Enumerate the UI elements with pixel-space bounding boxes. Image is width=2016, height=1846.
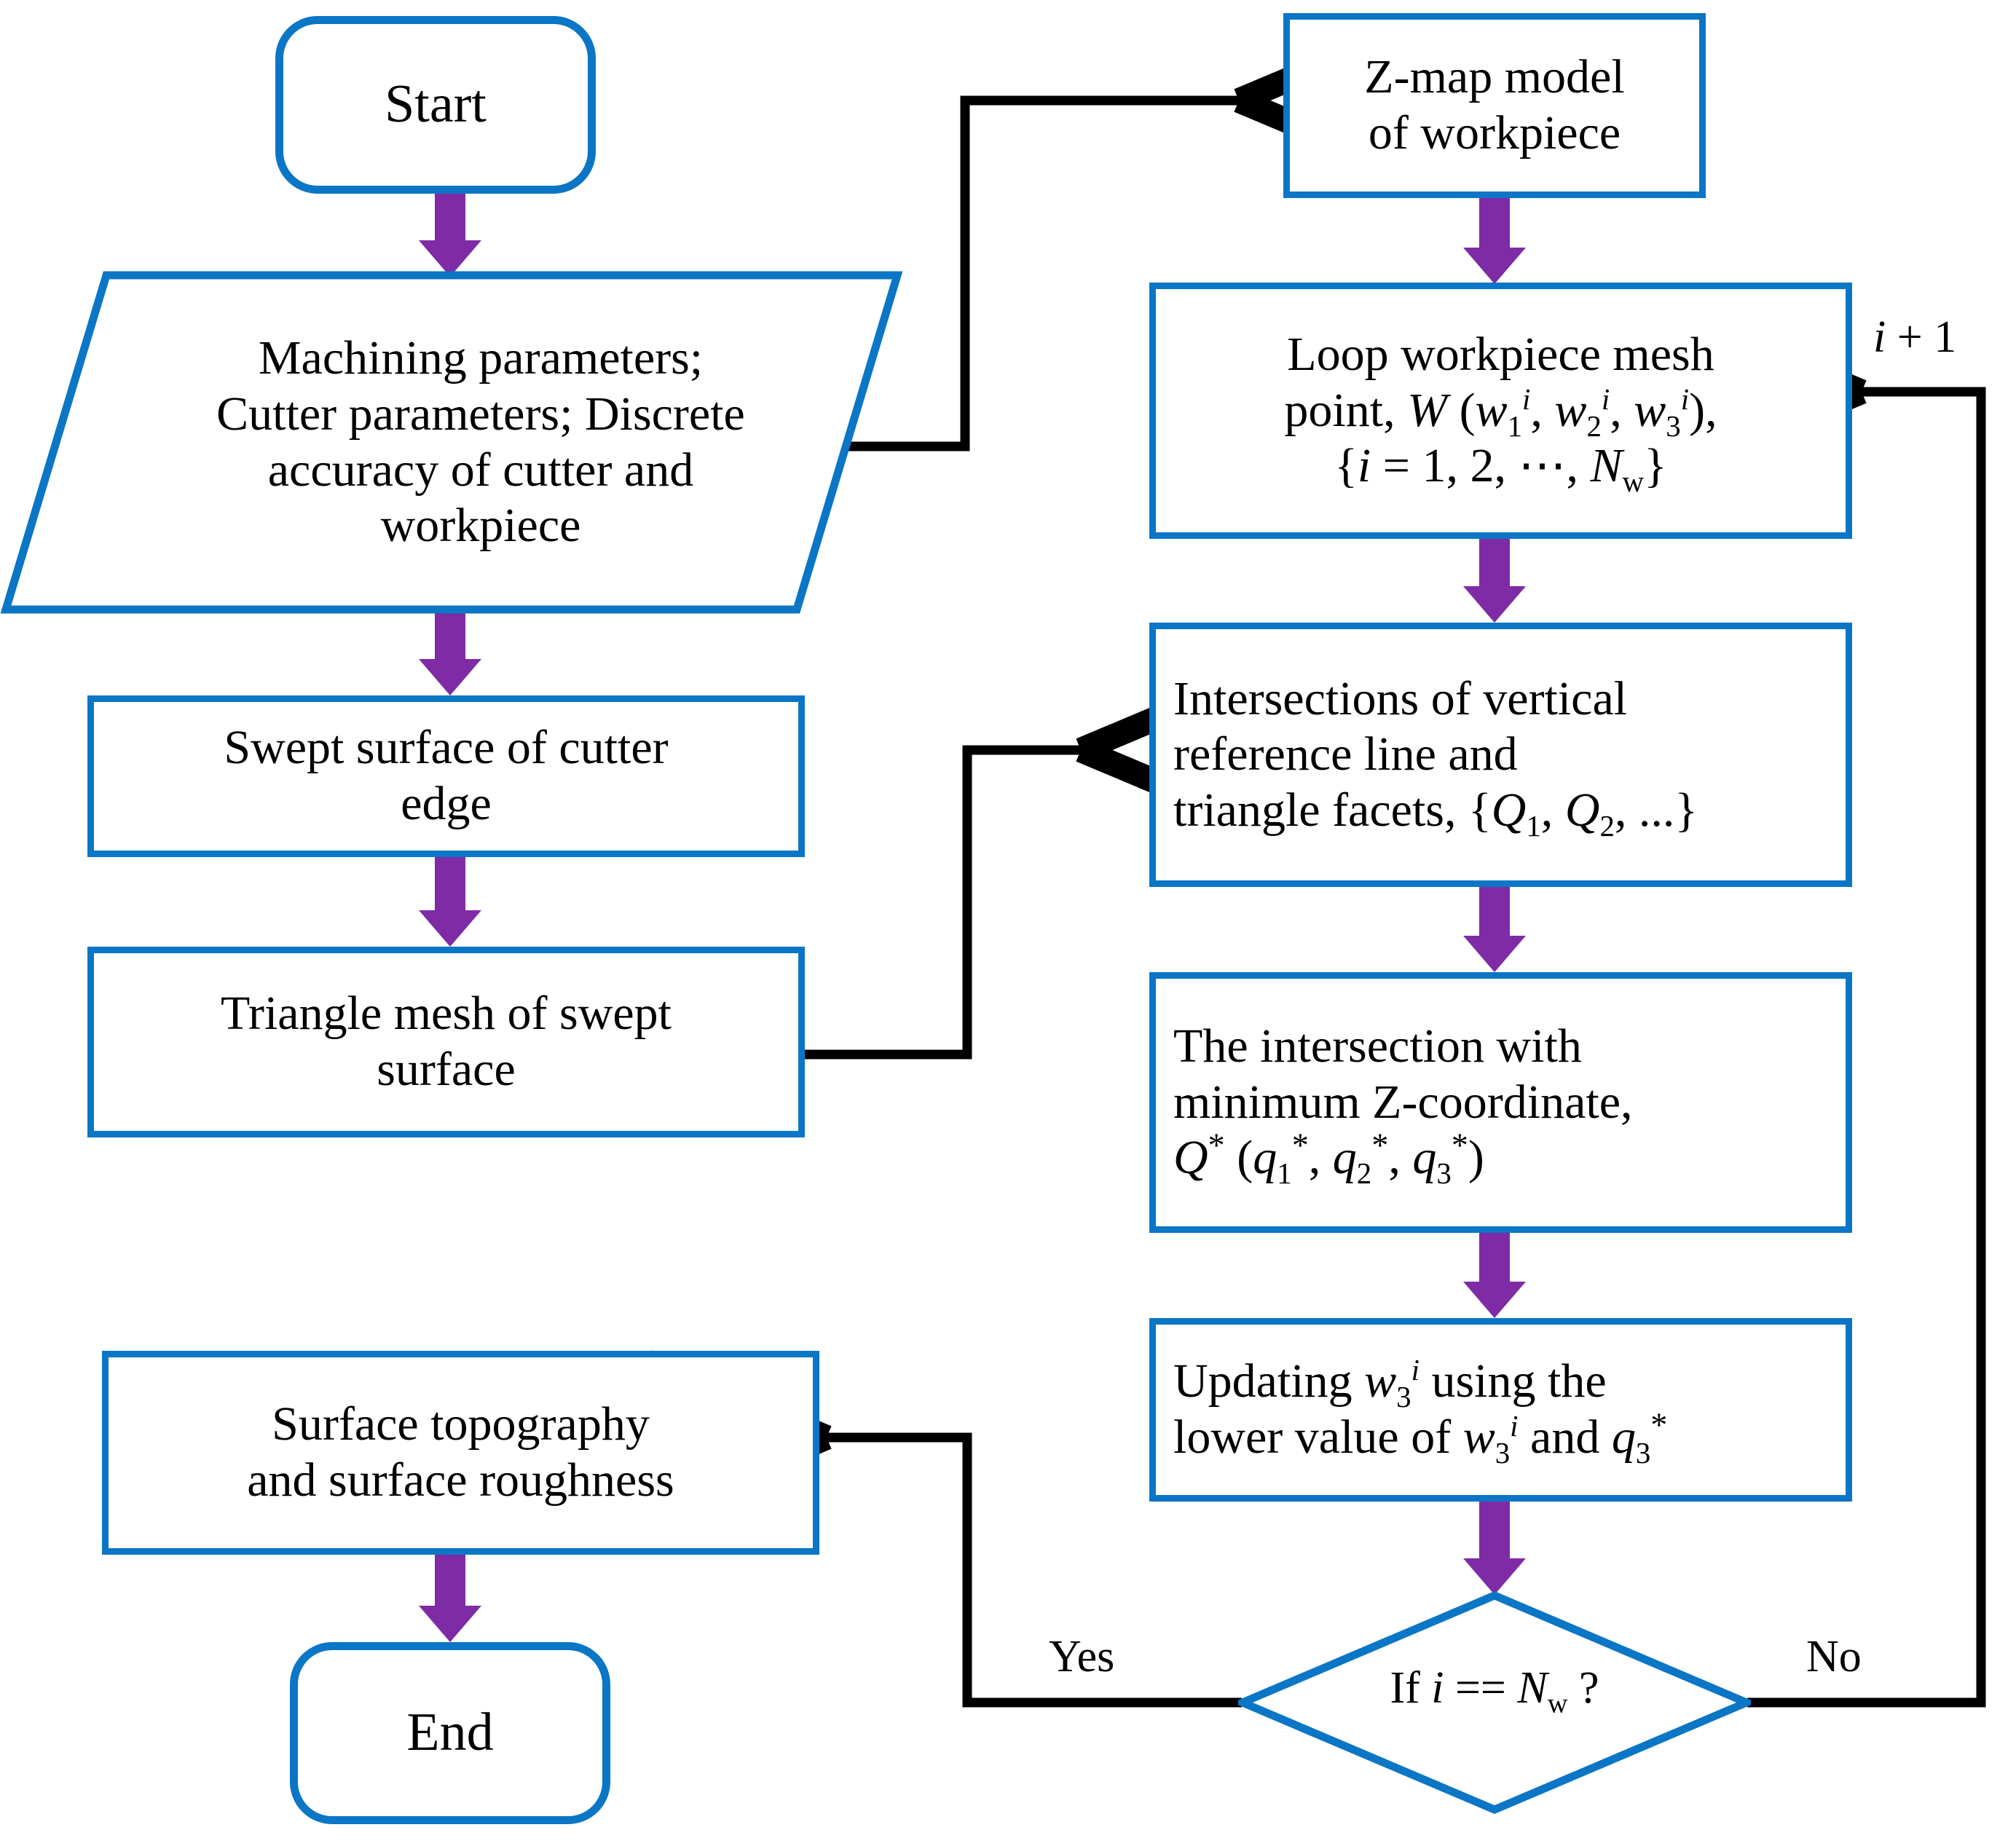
- node-triangle-mesh-line2: surface: [377, 1043, 516, 1096]
- node-decision[interactable]: If i == Nw ?: [1232, 1591, 1757, 1846]
- node-min-z-line1: The intersection with: [1173, 1019, 1582, 1073]
- node-zmap-line2: of workpiece: [1368, 106, 1621, 159]
- node-min-z-line2: minimum Z-coordinate,: [1173, 1075, 1633, 1129]
- node-updating-line2: lower value of w3i and q3*: [1173, 1406, 1668, 1470]
- edge-label-yes: Yes: [1049, 1632, 1115, 1681]
- node-loop-line3: {i = 1, 2, ⋯, Nw}: [1334, 439, 1667, 499]
- node-inputs[interactable]: Machining parameters; Cutter parameters;…: [0, 269, 903, 615]
- node-updating-line1: Updating w3i using the: [1173, 1354, 1607, 1414]
- node-triangle-mesh[interactable]: Triangle mesh of swept surface: [87, 947, 805, 1137]
- node-updating[interactable]: Updating w3i using the lower value of w3…: [1149, 1318, 1852, 1502]
- node-loop-line1: Loop workpiece mesh: [1287, 328, 1714, 382]
- node-swept-surface-line1: Swept surface of cutter: [224, 721, 669, 775]
- node-inputs-line3: accuracy of cutter and: [267, 443, 694, 497]
- node-start-label: Start: [385, 74, 487, 135]
- node-topography[interactable]: Surface topography and surface roughness: [102, 1351, 819, 1555]
- node-topography-line2: and surface roughness: [247, 1453, 674, 1507]
- edge-mesh-to-intersections: [794, 750, 1090, 1060]
- node-inputs-line1: Machining parameters;: [258, 331, 704, 385]
- node-zmap[interactable]: Z-map model of workpiece: [1283, 13, 1706, 198]
- node-intersections-line1: Intersections of vertical: [1173, 671, 1628, 725]
- node-end[interactable]: End: [290, 1642, 610, 1824]
- node-decision-label: If i == Nw ?: [1390, 1662, 1599, 1719]
- diamond-shape: [1232, 1591, 1757, 1814]
- edge-label-no: No: [1806, 1632, 1862, 1681]
- node-loop[interactable]: Loop workpiece mesh point, W (w1i, w2i, …: [1149, 283, 1852, 539]
- node-triangle-mesh-line1: Triangle mesh of swept: [220, 987, 672, 1041]
- node-swept-surface-line2: edge: [401, 777, 492, 830]
- node-start[interactable]: Start: [275, 16, 596, 194]
- node-inputs-line4: workpiece: [380, 499, 581, 553]
- node-min-z[interactable]: The intersection with minimum Z-coordina…: [1149, 972, 1852, 1233]
- edge-label-increment: i + 1: [1873, 312, 1957, 362]
- node-intersections-line3: triangle facets, {Q1, Q2, ...}: [1173, 783, 1698, 843]
- node-loop-line2: point, W (w1i, w2i, w3i),: [1284, 382, 1717, 443]
- node-swept-surface[interactable]: Swept surface of cutter edge: [87, 695, 805, 857]
- parallelogram-shape: [0, 271, 903, 614]
- node-inputs-line2: Cutter parameters; Discrete: [216, 387, 745, 441]
- node-intersections[interactable]: Intersections of vertical reference line…: [1149, 623, 1852, 887]
- node-intersections-line2: reference line and: [1173, 727, 1518, 781]
- node-end-label: End: [406, 1703, 494, 1763]
- node-topography-line1: Surface topography: [272, 1397, 650, 1451]
- node-min-z-line3: Q* (q1*, q2*, q3*): [1173, 1127, 1484, 1191]
- node-zmap-line1: Z-map model: [1364, 50, 1625, 104]
